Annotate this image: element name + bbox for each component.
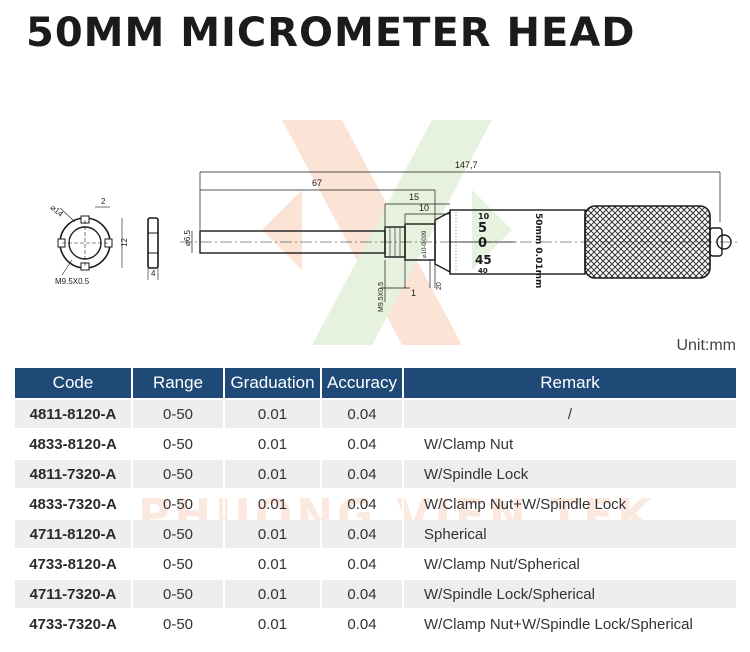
- nut-height: 12: [120, 238, 129, 247]
- cell-remark: W/Clamp Nut/Spherical: [424, 555, 580, 573]
- cell-remark: /: [404, 400, 736, 428]
- cell-graduation: 0.01: [225, 460, 322, 488]
- cell-code: 4833-8120-A: [15, 430, 133, 458]
- cell-remark: W/Clamp Nut+W/Spindle Lock/Spherical: [424, 615, 693, 633]
- cell-remark: W/Spindle Lock/Spherical: [404, 580, 736, 608]
- header-remark: Remark: [404, 368, 736, 398]
- table-row: 4811-7320-A 0-50 0.01 0.04 W/Spindle Loc…: [15, 460, 736, 488]
- table-row: 4833-8120-A 0-50 0.01 0.04 W/Clamp Nut: [15, 430, 736, 458]
- table-header-row: Code Range Graduation Accuracy Remark: [15, 368, 736, 398]
- clamp-nut-side-view: [147, 217, 159, 280]
- cell-remark: W/Clamp Nut: [424, 435, 514, 453]
- cell-accuracy: 0.04: [322, 520, 404, 548]
- scale-45: 45: [475, 253, 492, 267]
- dim-1: 1: [411, 288, 416, 298]
- cell-code: 4711-7320-A: [15, 580, 133, 608]
- nut-slot: 2: [101, 197, 106, 206]
- cell-range: 0-50: [133, 610, 225, 638]
- table-row: 4711-7320-A 0-50 0.01 0.04 W/Spindle Loc…: [15, 580, 736, 608]
- cell-graduation: 0.01: [225, 550, 322, 578]
- cell-accuracy: 0.04: [322, 430, 404, 458]
- nut-thickness: 4: [151, 269, 156, 278]
- stem-diameter: ⌀10-0.009: [422, 230, 428, 258]
- table-row: 4833-7320-A 0-50 0.01 0.04 W/Clamp Nut+W…: [15, 490, 736, 518]
- dim-15: 15: [409, 192, 419, 202]
- cell-graduation: 0.01: [225, 430, 322, 458]
- table-row: 4733-7320-A 0-50 0.01 0.04 W/Clamp Nut+W…: [15, 610, 736, 638]
- nut-thread: M9.5X0.5: [55, 277, 90, 286]
- header-graduation: Graduation: [225, 368, 322, 398]
- stem-thread: M9.5X0.5: [378, 282, 385, 312]
- header-code: Code: [15, 368, 133, 398]
- dim-10: 10: [419, 203, 429, 213]
- watermark-logo-icon: [262, 120, 512, 345]
- unit-label: Unit:mm: [676, 337, 736, 354]
- cell-code: 4711-8120-A: [15, 520, 133, 548]
- dim-total: 147,7: [455, 160, 478, 170]
- cell-range: 0-50: [133, 400, 225, 428]
- cell-graduation: 0.01: [225, 520, 322, 548]
- cell-remark: W/Spindle Lock: [404, 460, 736, 488]
- table-row: 4811-8120-A 0-50 0.01 0.04 /: [15, 400, 736, 428]
- cell-accuracy: 0.04: [322, 490, 404, 518]
- cell-accuracy: 0.04: [322, 580, 404, 608]
- scale-5: 5: [478, 221, 487, 236]
- cell-range: 0-50: [133, 520, 225, 548]
- micrometer-head-side-view: [180, 205, 740, 279]
- scale-10: 10: [478, 212, 490, 221]
- table-row: 4733-8120-A 0-50 0.01 0.04 W/Clamp Nut/S…: [15, 550, 736, 578]
- cell-graduation: 0.01: [225, 610, 322, 638]
- cell-code: 4811-7320-A: [15, 460, 133, 488]
- spindle-diameter: ⌀6.5: [183, 230, 192, 246]
- dim-20: 20: [436, 282, 443, 290]
- cell-range: 0-50: [133, 430, 225, 458]
- scale-40: 40: [478, 267, 488, 275]
- thimble-marking: 50mm 0.01mm: [533, 213, 543, 288]
- technical-drawing: 147,7 67 15 10 1 20 ⌀14 2 12 M9.5X0.5 4 …: [49, 160, 740, 312]
- cell-range: 0-50: [133, 550, 225, 578]
- page-title: 50MM MICROMETER HEAD: [26, 10, 636, 56]
- cell-graduation: 0.01: [225, 400, 322, 428]
- dim-67: 67: [312, 178, 322, 188]
- cell-graduation: 0.01: [225, 490, 322, 518]
- spec-table: Code Range Graduation Accuracy Remark 48…: [15, 366, 736, 640]
- cell-accuracy: 0.04: [322, 550, 404, 578]
- nut-diameter: ⌀14: [49, 203, 66, 219]
- header-accuracy: Accuracy: [322, 368, 404, 398]
- cell-remark: Spherical: [404, 520, 736, 548]
- cell-code: 4733-8120-A: [15, 550, 133, 578]
- cell-accuracy: 0.04: [322, 610, 404, 638]
- cell-accuracy: 0.04: [322, 460, 404, 488]
- cell-remark: W/Clamp Nut+W/Spindle Lock: [424, 495, 627, 513]
- cell-range: 0-50: [133, 490, 225, 518]
- clamp-nut-front-view: [57, 206, 123, 276]
- cell-code: 4733-7320-A: [15, 610, 133, 638]
- header-range: Range: [133, 368, 225, 398]
- table-row: 4711-8120-A 0-50 0.01 0.04 Spherical: [15, 520, 736, 548]
- scale-0: 0: [478, 236, 487, 251]
- cell-graduation: 0.01: [225, 580, 322, 608]
- cell-code: 4811-8120-A: [15, 400, 133, 428]
- cell-code: 4833-7320-A: [15, 490, 133, 518]
- cell-range: 0-50: [133, 580, 225, 608]
- cell-range: 0-50: [133, 460, 225, 488]
- cell-accuracy: 0.04: [322, 400, 404, 428]
